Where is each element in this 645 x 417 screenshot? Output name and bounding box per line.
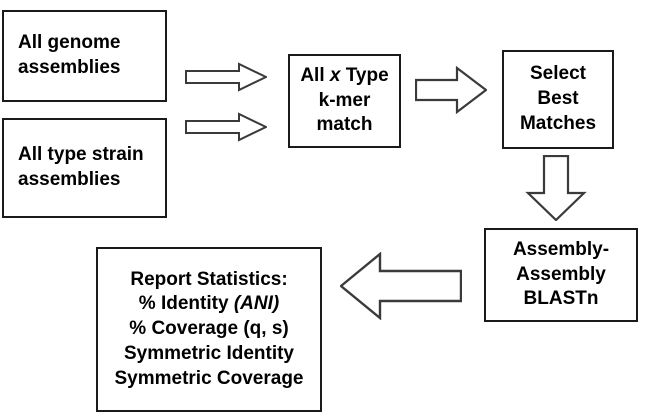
- node-label-line: Matches: [519, 112, 597, 134]
- node-label-line: % Identity (ANI): [139, 292, 279, 317]
- node-assembly-assembly-blastn: Assembly- Assembly BLASTn: [484, 228, 638, 322]
- node-label-line: Select: [530, 63, 586, 85]
- node-all-type-strain-assemblies: All type strain assemblies: [2, 118, 167, 218]
- node-label-line: All type strain: [18, 144, 144, 166]
- node-label-line: k-mer: [318, 89, 371, 111]
- kmer-line1-italic-x: x: [329, 64, 341, 86]
- node-label-line: Symmetric Coverage: [114, 367, 304, 389]
- node-label-line: Assembly-: [512, 238, 610, 260]
- node-label-line: assemblies: [18, 169, 121, 190]
- type-strain-to-kmer-arrow-icon: [185, 112, 267, 142]
- node-label-line: All x Type: [300, 64, 388, 89]
- node-select-best-matches: Select Best Matches: [502, 50, 614, 149]
- node-all-genome-assemblies: All genome assemblies: [2, 10, 167, 102]
- node-label-line: assemblies: [18, 57, 121, 78]
- node-report-statistics: Report Statistics: % Identity (ANI) % Co…: [96, 247, 322, 412]
- blast-to-report-arrow-icon: [340, 252, 462, 320]
- node-label-line: Report Statistics:: [130, 268, 288, 290]
- node-label-line: BLASTn: [523, 288, 599, 310]
- node-label-line: Symmetric Identity: [124, 342, 294, 364]
- node-label-line: % Coverage (q, s): [129, 318, 289, 340]
- kmer-line1-suffix: Type: [340, 64, 389, 86]
- report-ani-bolditalic: (ANI): [233, 293, 280, 315]
- node-label-line: All genome: [18, 32, 121, 54]
- report-identity-prefix: % Identity: [138, 293, 234, 315]
- node-all-x-type-kmer-match: All x Type k-mer match: [288, 54, 401, 148]
- node-label-line: match: [316, 114, 373, 136]
- node-label-line: Best: [537, 88, 579, 110]
- genome-to-kmer-arrow-icon: [185, 62, 267, 92]
- node-label-line: Assembly: [516, 263, 606, 285]
- kmer-line1-prefix: All: [300, 64, 330, 86]
- select-to-blast-arrow-icon: [525, 155, 587, 221]
- kmer-to-select-arrow-icon: [415, 66, 487, 114]
